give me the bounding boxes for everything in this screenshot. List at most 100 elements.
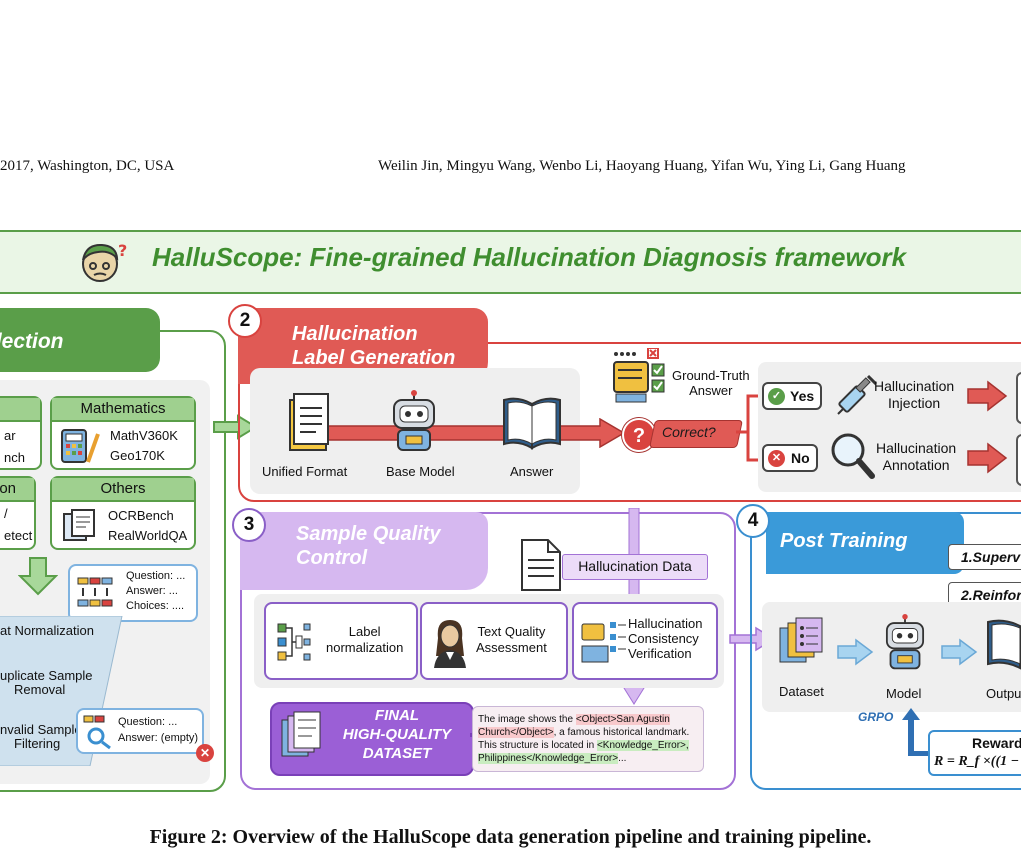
partial-card-1-head	[0, 398, 40, 422]
hallucination-data-tag: Hallucination Data	[562, 554, 708, 580]
partial-card-1: ar nch	[0, 396, 42, 470]
ground-truth-label: Ground-Truth Answer	[672, 368, 750, 398]
sample-2-question: Question: ...	[118, 716, 178, 728]
others-card: Others OCRBench RealWorldQA	[50, 476, 196, 550]
example-t1: The image shows the	[478, 714, 576, 725]
mathematics-title: Mathematics	[52, 398, 194, 422]
step-invalid-filter-2: Filtering	[14, 736, 61, 751]
documents-icon	[63, 509, 95, 541]
grpo-label: GRPO	[858, 710, 894, 724]
dataset-mathv360k: MathV360K	[110, 428, 178, 443]
running-header-authors: Weilin Jin, Mingyu Wang, Wenbo Li, Haoya…	[378, 158, 906, 174]
text-quality-card: Text Quality Assessment	[420, 602, 568, 680]
step-invalid-filter-1: nvalid Sample	[0, 722, 82, 737]
sample-1-choices: Choices: ....	[126, 600, 185, 612]
mascot-icon: ?	[82, 241, 127, 282]
final-dataset-text: FINAL HIGH-QUALITY DATASET	[322, 706, 472, 763]
sample-card-2: Question: ... Answer: (empty)	[76, 708, 204, 754]
checklist-icon	[581, 622, 626, 663]
consistency-line1: Hallucination	[628, 616, 703, 631]
final-line2: HIGH-QUALITY	[342, 726, 452, 743]
correct-label: Correct?	[662, 424, 716, 440]
label-normalization-card: Label normalization	[264, 602, 418, 680]
label-normalization-text: Label normalization	[326, 624, 403, 656]
consistency-line3: Verification	[628, 646, 692, 661]
section-3-number: 3	[232, 508, 266, 542]
annotation-line1: Hallucination	[876, 440, 957, 456]
label-norm-line2: normalization	[326, 640, 404, 655]
down-arrow-icon	[18, 557, 58, 596]
no-badge: ✕ No	[762, 444, 818, 472]
label-dataset: Dataset	[779, 684, 824, 699]
annotation-label: Hallucination Annotation	[876, 440, 956, 474]
section-2-box	[238, 342, 1021, 502]
dataset-geo170k: Geo170K	[110, 448, 165, 463]
figure-title: HalluScope: Fine-grained Hallucination D…	[152, 242, 907, 272]
yes-badge: ✓ Yes	[762, 382, 822, 410]
output-book-icon	[987, 619, 1021, 670]
sample-card-1: Question: ... Answer: ... Choices: ....	[68, 564, 198, 622]
section-4-title: Post Training	[780, 530, 908, 552]
section-4-banner: Post Training	[766, 512, 964, 574]
sample-1-answer: Answer: ...	[126, 585, 178, 597]
hallucination-data-label: Hallucination Data	[578, 558, 692, 574]
reward-box	[928, 730, 1021, 776]
normalization-icon	[277, 623, 311, 661]
section-1-title: llection	[0, 330, 64, 353]
robot-icon	[393, 390, 435, 451]
reward-label: Reward	[972, 735, 1021, 751]
dataset-stack-icon	[779, 617, 823, 663]
example-t5: This structure is located in	[478, 740, 597, 751]
example-box: The image shows the <Object>San Agustin …	[472, 706, 704, 772]
text-quality-text: Text Quality Assessment	[476, 624, 547, 656]
book-icon	[503, 397, 561, 450]
injection-output-box	[1016, 372, 1021, 424]
sample-2-answer: Answer: (empty)	[118, 732, 199, 744]
reviewer-icon	[434, 620, 466, 668]
step-duplicate-removal-2: Removal	[14, 682, 66, 697]
cross-icon: ✕	[768, 449, 785, 467]
data-document-icon	[521, 539, 561, 591]
ground-truth-line1: Ground-Truth	[672, 368, 750, 383]
example-error-tag: <Knowledge_Error>,	[596, 740, 689, 751]
label-unified-format: Unified Format	[262, 464, 348, 479]
reject-icon: ✕	[196, 744, 214, 762]
syringe-icon	[837, 374, 878, 415]
label-output: Outpu	[986, 686, 1021, 701]
feedback-arrow	[902, 708, 930, 756]
section-2-number: 2	[228, 304, 262, 338]
magnifier-icon	[831, 433, 875, 479]
annotation-output-box	[1016, 434, 1021, 486]
example-object-tag: <Object>San Agustin	[575, 714, 670, 725]
magnifier-db-icon	[83, 715, 111, 750]
consistency-card: Hallucination Consistency Verification	[572, 602, 718, 680]
arrow-dataset-model	[837, 638, 874, 666]
stage-2-label: 2.Reinfor	[961, 587, 1021, 603]
example-t8: ...	[618, 753, 627, 764]
no-label: No	[791, 450, 810, 466]
example-object-close: Church</Object>	[478, 727, 554, 738]
arrow-annotation	[967, 442, 1008, 474]
document-icon	[289, 393, 329, 451]
fragment-etect: etect	[4, 528, 33, 543]
svg-text:?: ?	[118, 241, 127, 260]
text-quality-line1: Text Quality	[477, 624, 546, 639]
consistency-line2: Consistency	[628, 631, 699, 646]
server-checklist-icon	[613, 348, 665, 403]
pipeline-arrow	[310, 418, 626, 448]
example-error-close: Philippines</Knowledge_Error>	[478, 753, 619, 764]
injection-label: Hallucination Injection	[874, 378, 954, 412]
step-duplicate-removal-1: uplicate Sample	[0, 668, 93, 683]
section-3-banner: Sample Quality Control	[240, 512, 488, 590]
section-1-banner: llection	[0, 308, 160, 372]
model-robot-icon	[885, 614, 925, 670]
reward-formula: R = R_f ×((1 −	[934, 754, 1020, 769]
section-3-title-2: Control	[296, 547, 368, 569]
fragment-on: on	[0, 480, 16, 497]
consistency-text: Hallucination Consistency Verification	[628, 616, 702, 661]
arrow-injection	[967, 380, 1008, 412]
calculator-icon	[61, 429, 100, 463]
fragment-ar: ar	[4, 428, 16, 443]
label-model: Model	[886, 686, 922, 701]
example-t4: , a famous historical landmark.	[553, 727, 690, 738]
